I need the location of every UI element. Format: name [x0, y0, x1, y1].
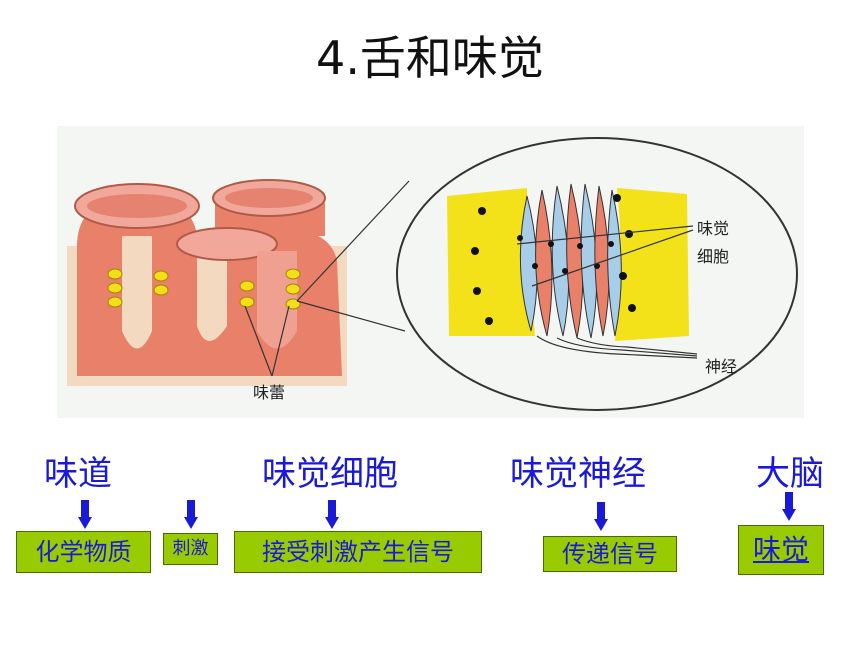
- taste-cell-label-line1: 味觉: [697, 219, 729, 238]
- taste-bud-diagram: 味蕾: [67, 137, 798, 411]
- taste-bud-dots: [107, 268, 301, 310]
- box-chemical-substance: 化学物质: [16, 531, 151, 573]
- box-stimulus: 刺激: [163, 533, 218, 565]
- flow-head-taste: 味道: [44, 454, 112, 494]
- flow-head-brain: 大脑: [756, 454, 824, 494]
- box-receive-stimulus: 接受刺激产生信号: [234, 531, 482, 573]
- box-taste-sensation: 味觉: [738, 525, 824, 575]
- box-transmit-signal: 传递信号: [543, 536, 677, 572]
- slide-title: 4.舌和味觉: [316, 31, 544, 85]
- nerve-fibers: [516, 225, 698, 359]
- taste-bud-label: 味蕾: [253, 383, 285, 402]
- down-arrow-icon: [782, 492, 796, 522]
- down-arrow-icon: [325, 500, 339, 530]
- down-arrow-icon: [594, 502, 608, 532]
- tongue-taste-bud-illustration: 味蕾: [57, 126, 804, 418]
- taste-bud-pointer-lines: [244, 180, 410, 377]
- flow-head-taste-cell: 味觉细胞: [262, 454, 398, 494]
- down-arrow-icon: [78, 500, 92, 530]
- taste-cell-label-line2: 细胞: [697, 247, 729, 266]
- down-arrow-icon: [184, 500, 198, 530]
- flow-head-taste-nerve: 味觉神经: [510, 454, 646, 494]
- papillae: [74, 179, 342, 376]
- magnified-cells: [447, 183, 689, 341]
- nerve-label: 神经: [705, 357, 737, 376]
